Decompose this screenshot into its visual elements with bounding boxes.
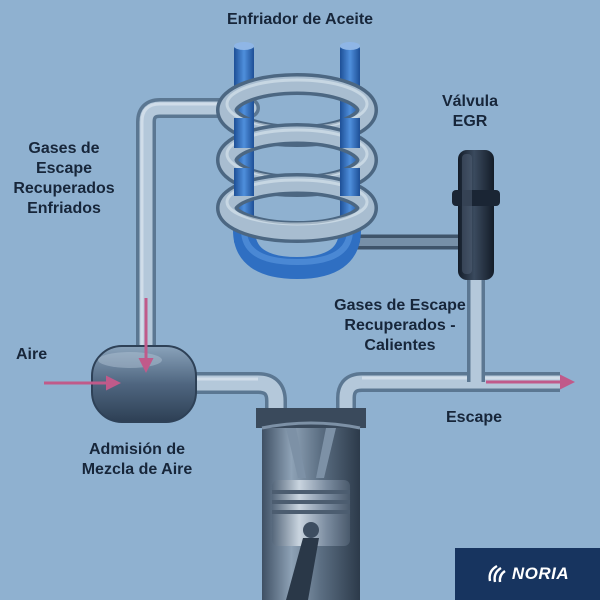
- intake-pipe: [190, 372, 287, 420]
- exhaust-label: Escape: [446, 409, 503, 426]
- flow-arrows: [44, 298, 575, 391]
- oil-cooler-label: Enfriador de Aceite: [226, 11, 374, 28]
- noria-logo-badge: NORIA: [455, 548, 600, 600]
- cooled-exhaust-pipe: [136, 98, 260, 355]
- noria-logo-text: NORIA: [511, 564, 570, 583]
- exhaust-pipe: [336, 372, 560, 420]
- engine-cylinder: [256, 408, 366, 600]
- egr-valve-label: Válvula EGR: [441, 93, 499, 130]
- air-label: Aire: [16, 346, 48, 363]
- hot-exhaust-label: Gases de Escape Recuperados - Calientes: [334, 297, 466, 354]
- egr-valve: [452, 150, 500, 280]
- cooled-exhaust-label: Gases de Escape Recuperados Enfriados: [13, 140, 115, 217]
- oil-cooler-coil: [216, 73, 378, 243]
- noria-logo-icon: [488, 564, 506, 583]
- intake-mix-label: Admisión de Mezcla de Aire: [81, 441, 193, 478]
